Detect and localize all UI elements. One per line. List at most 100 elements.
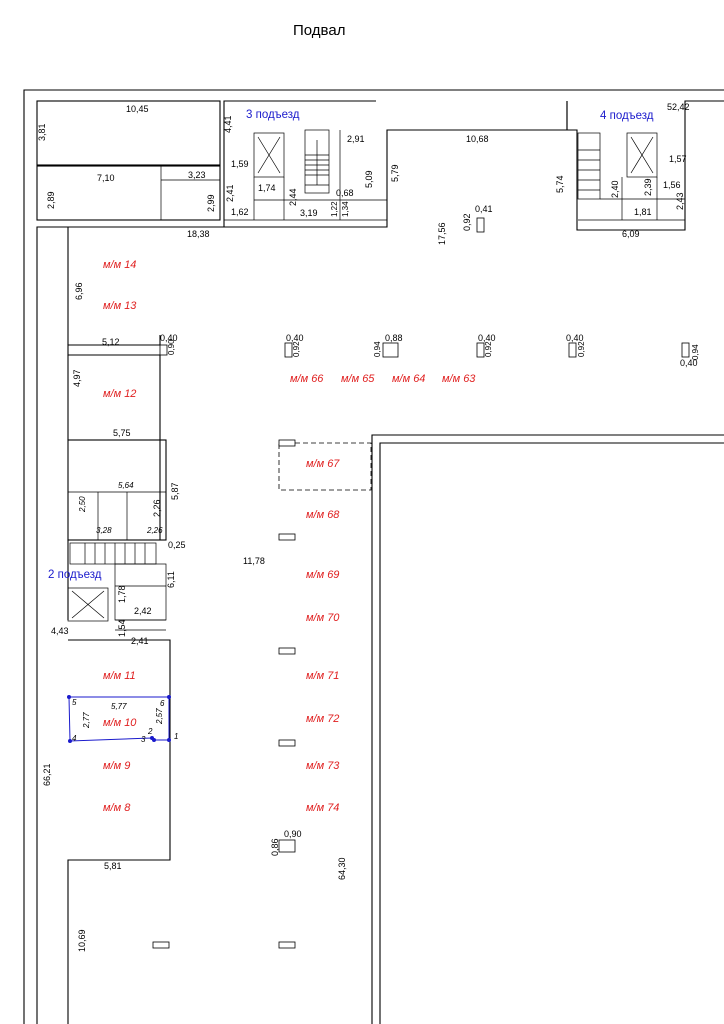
polygon-point-label: 1 xyxy=(174,732,178,741)
entrance-label-3: 3 подъезд xyxy=(246,109,300,121)
dimension-label: 0,94 xyxy=(373,341,382,357)
dimension-label: 4,43 xyxy=(51,626,69,636)
dimension-label: 0,88 xyxy=(385,333,403,343)
entrance-label-2: 2 подъезд xyxy=(48,569,102,581)
dimension-label: 0,25 xyxy=(168,540,186,550)
dimension-label: 0,86 xyxy=(270,838,280,856)
dimension-label: 2,40 xyxy=(610,180,620,198)
parking-label: м/м 8 xyxy=(103,802,131,814)
parking-label: м/м 63 xyxy=(442,373,476,385)
entrance-4-block xyxy=(566,100,724,231)
dimension-label: 1,57 xyxy=(669,154,687,164)
polygon-point-label: 5 xyxy=(72,698,77,707)
entrance-label-4: 4 подъезд xyxy=(600,110,654,122)
dimension-label: 18,38 xyxy=(187,229,210,239)
dimension-label: 1,81 xyxy=(634,207,652,217)
dimension-label: 0,90 xyxy=(167,339,176,355)
dimension-label: 1,59 xyxy=(231,159,249,169)
dimension-label: 10,69 xyxy=(77,929,87,952)
dimension-label: 0,92 xyxy=(292,341,301,357)
dimension-label: 1,22 xyxy=(330,201,339,217)
dimension-label: 0,40 xyxy=(566,333,584,343)
parking-label: м/м 65 xyxy=(341,373,375,385)
dimension-label: 5,79 xyxy=(390,164,400,182)
dimension-label: 1,78 xyxy=(117,585,127,603)
dimension-label: 0,68 xyxy=(336,188,354,198)
parking-label: м/м 11 xyxy=(103,670,136,682)
dimension-label: 2,26 xyxy=(152,499,162,517)
outer-walls xyxy=(23,89,724,1024)
dimension-label: 2,50 xyxy=(78,496,87,513)
dimension-label: 66,21 xyxy=(42,763,52,786)
parking-label: м/м 14 xyxy=(103,259,136,271)
measured-polygon xyxy=(67,695,171,743)
dimension-label: 2,39 xyxy=(643,178,653,196)
parking-label: м/м 69 xyxy=(306,569,339,581)
dimension-label: 0,40 xyxy=(160,333,178,343)
parking-label: м/м 13 xyxy=(103,300,137,312)
parking-label: м/м 67 xyxy=(306,458,340,470)
dimension-label: 10,68 xyxy=(466,134,489,144)
dimension-label: 5,09 xyxy=(364,170,374,188)
dimension-label: 3,19 xyxy=(300,208,318,218)
parking-label: м/м 9 xyxy=(103,760,130,772)
dimension-label: 0,94 xyxy=(691,344,700,360)
dimension-label: 7,10 xyxy=(97,173,115,183)
dimension-label: 2,99 xyxy=(206,194,216,212)
dimension-label: 1,54 xyxy=(117,619,127,637)
dimension-label: 5,77 xyxy=(111,702,127,711)
parking-label: м/м 73 xyxy=(306,760,340,772)
dimension-label: 0,40 xyxy=(286,333,304,343)
polygon-point-label: 2 xyxy=(147,727,153,736)
dimension-label: 2,77 xyxy=(82,712,91,729)
dimension-label: 6,96 xyxy=(74,282,84,300)
dimension-label: 64,30 xyxy=(337,857,347,880)
dimension-label: 4,41 xyxy=(223,115,233,133)
dimension-label: 0,92 xyxy=(462,213,472,231)
entrance-3-block xyxy=(223,100,568,228)
parking-label: м/м 10 xyxy=(103,717,137,729)
dimension-label: 0,41 xyxy=(475,204,493,214)
dimension-label: 0,92 xyxy=(577,341,586,357)
dimension-label: 3,81 xyxy=(37,123,47,141)
dimension-label: 0,40 xyxy=(478,333,496,343)
dimension-label: 2,41 xyxy=(225,184,235,202)
dimension-label: 2,26 xyxy=(146,526,163,535)
dimension-label: 3,28 xyxy=(96,526,112,535)
dimension-label: 2,89 xyxy=(46,191,56,209)
parking-label: м/м 72 xyxy=(306,713,339,725)
polygon-point-label: 4 xyxy=(72,734,77,743)
dimension-label: 0,40 xyxy=(680,358,698,368)
dimension-label: 17,56 xyxy=(437,222,447,245)
dimension-label: 2,91 xyxy=(347,134,365,144)
dimension-label: 5,75 xyxy=(113,428,131,438)
dimension-label: 5,12 xyxy=(102,337,120,347)
dimension-label: 4,97 xyxy=(72,369,82,387)
dimension-label: 0,90 xyxy=(284,829,302,839)
dimension-label: 1,62 xyxy=(231,207,249,217)
polygon-point-label: 6 xyxy=(160,699,165,708)
dimension-label: 3,23 xyxy=(188,170,206,180)
parking-label: м/м 64 xyxy=(392,373,425,385)
dimension-label: 6,09 xyxy=(622,229,640,239)
parking-label: м/м 68 xyxy=(306,509,340,521)
dimension-label: 1,56 xyxy=(663,180,681,190)
dimension-label: 52,42 xyxy=(667,102,690,112)
dimension-label: 5,64 xyxy=(118,481,134,490)
dimension-label: 1,34 xyxy=(341,201,350,217)
left-rooms xyxy=(67,439,167,631)
columns xyxy=(152,217,690,949)
storage-rooms-top-left xyxy=(36,100,221,221)
dimension-label: 2,41 xyxy=(131,636,149,646)
parking-label: м/м 12 xyxy=(103,388,136,400)
dimension-label: 1,74 xyxy=(258,183,276,193)
polygon-point-label: 3 xyxy=(141,735,146,744)
dimension-label: 2,57 xyxy=(155,708,164,725)
dimension-label: 2,42 xyxy=(134,606,152,616)
dimension-label: 6,11 xyxy=(166,571,176,588)
parking-label: м/м 71 xyxy=(306,670,339,682)
parking-label: м/м 74 xyxy=(306,802,339,814)
dimension-label: 10,45 xyxy=(126,104,149,114)
dimension-label: 2,43 xyxy=(675,192,685,210)
dimension-label: 5,87 xyxy=(170,482,180,500)
